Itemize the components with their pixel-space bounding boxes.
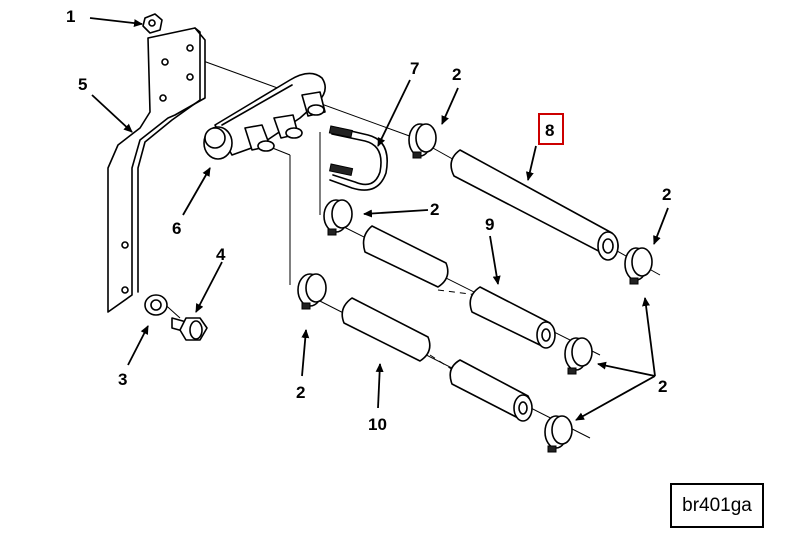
callout-6: 6 <box>172 219 181 238</box>
callout-9: 9 <box>485 215 494 234</box>
hose-clamp-c <box>297 273 327 310</box>
hose-clamp-f <box>544 415 573 453</box>
callout-2-mid: 2 <box>430 200 439 219</box>
hose-long <box>450 149 619 261</box>
drawing-code-box: br401ga <box>670 483 764 528</box>
leader-arrows <box>89 17 669 421</box>
lock-washer <box>144 294 168 316</box>
manifold-body <box>203 72 326 160</box>
hose-split <box>362 225 556 349</box>
hose-clamp-a <box>408 123 437 159</box>
callout-5: 5 <box>78 75 87 94</box>
callout-1: 1 <box>66 7 75 26</box>
hex-nut <box>142 13 163 34</box>
callout-2-right: 2 <box>662 185 671 204</box>
callout-2-top: 2 <box>452 65 461 84</box>
hose-clamps <box>297 123 653 453</box>
highlight-box <box>538 113 564 145</box>
hose-clamp-d <box>624 247 653 285</box>
bolt <box>171 317 208 341</box>
callout-10: 10 <box>368 415 387 434</box>
callout-7: 7 <box>410 59 419 78</box>
hose-clamp-b <box>323 199 353 236</box>
callout-8: 8 <box>545 121 554 140</box>
drawing-code: br401ga <box>682 494 752 516</box>
callout-4: 4 <box>216 245 226 264</box>
callout-3: 3 <box>118 370 127 389</box>
callout-2-left: 2 <box>296 383 305 402</box>
callout-labels: 1 5 6 7 2 8 2 2 9 4 3 2 10 2 <box>66 7 671 434</box>
callout-2-bottom: 2 <box>658 377 667 396</box>
hose-lower <box>341 297 533 422</box>
hose-clamp-e <box>564 337 593 375</box>
u-bolt <box>328 125 388 191</box>
bracket-plate <box>107 27 206 313</box>
